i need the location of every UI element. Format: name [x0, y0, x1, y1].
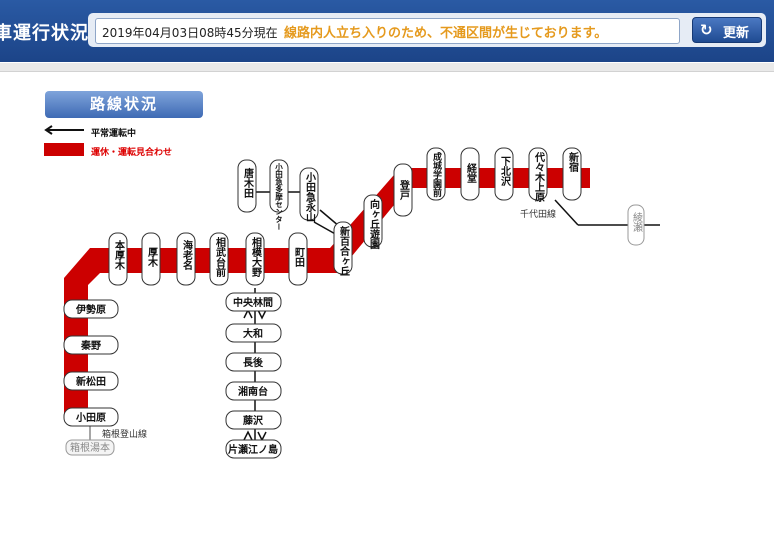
refresh-icon: ↻: [700, 21, 713, 39]
svg-text:代々木上原: 代々木上原: [533, 151, 546, 203]
station-chogo[interactable]: 長後: [225, 352, 282, 372]
header-bar: 車運行状況 2019年04月03日08時45分現在 線路内人立ち入りのため、不通…: [0, 0, 774, 62]
station-sagami-ono[interactable]: 相模大野: [245, 232, 265, 286]
svg-text:本厚木: 本厚木: [113, 239, 126, 271]
station-shinjuku[interactable]: 新宿: [562, 147, 582, 201]
svg-text:片瀬江ノ島: 片瀬江ノ島: [228, 443, 278, 456]
section-title: 路線状況: [45, 91, 203, 118]
station-shinyurigaoka[interactable]: 新百合ヶ丘: [333, 221, 353, 276]
svg-text:成城学園前: 成城学園前: [431, 151, 442, 198]
hakone-tozan-line-label: 箱根登山線: [102, 428, 147, 440]
legend-normal-arrow-icon: [44, 125, 84, 135]
station-fujisawa[interactable]: 藤沢: [225, 410, 282, 430]
svg-text:中央林間: 中央林間: [233, 296, 273, 309]
svg-text:藤沢: 藤沢: [243, 414, 264, 427]
delay-band: [64, 168, 590, 420]
refresh-button[interactable]: ↻ 更新: [692, 17, 762, 43]
chiyoda-line: [554, 199, 579, 226]
svg-text:向ヶ丘遊園: 向ヶ丘遊園: [368, 198, 380, 250]
status-panel: 2019年04月03日08時45分現在 線路内人立ち入りのため、不通区間が生じて…: [88, 13, 766, 47]
svg-text:登戸: 登戸: [398, 179, 411, 201]
station-shimokitazawa[interactable]: 下北沢: [494, 147, 514, 201]
legend-normal-label: 平常運転中: [91, 129, 137, 139]
station-hon-atsugi[interactable]: 本厚木: [108, 232, 128, 286]
station-hakone-yumoto[interactable]: 箱根湯本: [65, 439, 115, 456]
svg-text:大和: 大和: [243, 327, 263, 340]
status-message-box: 2019年04月03日08時45分現在 線路内人立ち入りのため、不通区間が生じて…: [95, 18, 680, 44]
station-ayase[interactable]: 綾瀬: [627, 204, 645, 246]
station-sagamidai-mae[interactable]: 相武台前: [209, 232, 229, 286]
svg-text:下北沢: 下北沢: [499, 156, 511, 187]
station-yoyogi-uehara[interactable]: 代々木上原: [528, 147, 548, 203]
svg-text:海老名: 海老名: [181, 239, 194, 271]
svg-text:厚木: 厚木: [146, 247, 159, 268]
station-isehara[interactable]: 伊勢原: [63, 299, 119, 319]
svg-text:伊勢原: 伊勢原: [75, 303, 106, 316]
svg-text:町田: 町田: [293, 247, 305, 268]
station-kyodo[interactable]: 経堂: [460, 147, 480, 201]
station-atsugi[interactable]: 厚木: [141, 232, 161, 286]
page-title: 車運行状況: [0, 23, 89, 44]
station-hadano[interactable]: 秦野: [63, 335, 119, 355]
svg-text:新松田: 新松田: [76, 375, 106, 388]
svg-text:新百合ヶ丘: 新百合ヶ丘: [338, 225, 351, 276]
station-ebina[interactable]: 海老名: [176, 232, 196, 286]
svg-text:箱根湯本: 箱根湯本: [70, 441, 110, 454]
svg-text:長後: 長後: [243, 356, 264, 369]
legend-delay-label: 運休・運転見合わせ: [91, 148, 173, 158]
svg-text:小田急永山: 小田急永山: [304, 171, 317, 223]
station-odakyu-nagayama[interactable]: 小田急永山: [299, 167, 319, 223]
separator: [0, 63, 774, 72]
chiyoda-line-label: 千代田線: [520, 208, 556, 220]
status-message: 線路内人立ち入りのため、不通区間が生じております。: [284, 26, 608, 41]
station-seijogakuen-mae[interactable]: 成城学園前: [426, 147, 446, 201]
svg-text:相模大野: 相模大野: [250, 236, 262, 278]
svg-text:湘南台: 湘南台: [238, 385, 268, 398]
station-shonandai[interactable]: 湘南台: [225, 381, 282, 401]
station-yamato[interactable]: 大和: [225, 323, 282, 343]
station-odawara[interactable]: 小田原: [63, 407, 119, 427]
station-noborito[interactable]: 登戸: [393, 163, 413, 217]
status-timestamp: 2019年04月03日08時45分現在: [102, 26, 278, 40]
station-katase-enoshima[interactable]: 片瀬江ノ島: [225, 439, 282, 459]
svg-text:秦野: 秦野: [80, 339, 101, 352]
station-karakida[interactable]: 唐木田: [237, 159, 257, 213]
svg-text:小田原: 小田原: [75, 411, 106, 424]
refresh-label: 更新: [723, 26, 750, 41]
svg-text:相武台前: 相武台前: [214, 236, 226, 278]
legend-delay-swatch: [44, 143, 84, 156]
station-shin-matsuda[interactable]: 新松田: [63, 371, 119, 391]
svg-text:小田急多摩センター: 小田急多摩センター: [274, 162, 283, 231]
station-machida[interactable]: 町田: [288, 232, 308, 286]
svg-text:経堂: 経堂: [465, 162, 477, 183]
station-chuo-rinkan[interactable]: 中央林間: [225, 292, 282, 312]
svg-text:唐木田: 唐木田: [242, 167, 255, 199]
station-odakyu-tama-center[interactable]: 小田急多摩センター: [269, 159, 289, 231]
svg-text:綾瀬: 綾瀬: [631, 211, 643, 233]
svg-text:新宿: 新宿: [567, 151, 579, 173]
station-mukogaoka-yuen[interactable]: 向ヶ丘遊園: [363, 194, 383, 250]
